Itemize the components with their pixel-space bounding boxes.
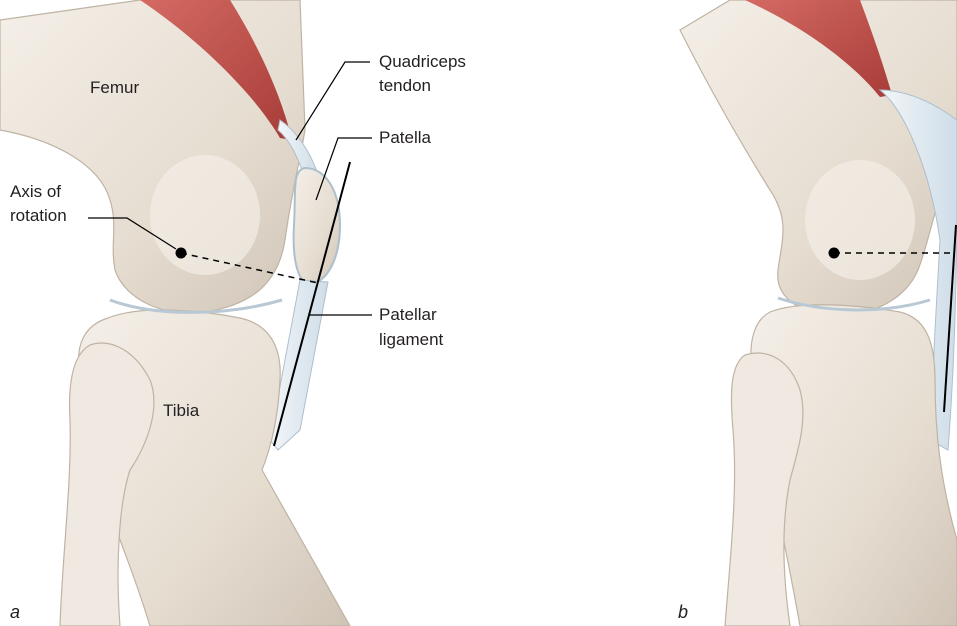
axis-of-rotation-line2: rotation <box>10 206 67 225</box>
patellar-ligament-label: Patellar ligament <box>379 305 444 349</box>
panel-a-illustration: Femur Quadriceps tendon Patella Axis of … <box>0 0 471 626</box>
axis-of-rotation-line1: Axis of <box>10 182 61 201</box>
patellar-ligament-line2: ligament <box>379 330 444 349</box>
quadriceps-tendon-line2: tendon <box>379 76 431 95</box>
panel-b-label: b <box>678 602 688 622</box>
femur-label: Femur <box>90 78 139 97</box>
femur-bone-b <box>680 0 957 315</box>
patellar-ligament-line1: Patellar <box>379 305 437 324</box>
tibia-label: Tibia <box>163 401 200 420</box>
axis-of-rotation-label: Axis of rotation <box>10 182 67 225</box>
quadriceps-tendon-label: Quadriceps tendon <box>379 52 471 95</box>
quadriceps-tendon-line1: Quadriceps <box>379 52 466 71</box>
panel-a-label: a <box>10 602 20 622</box>
femur-bone-a <box>0 0 305 313</box>
leader-quadriceps-tendon <box>296 62 370 140</box>
patella-label: Patella <box>379 128 432 147</box>
panel-b-illustration: b <box>678 0 957 626</box>
